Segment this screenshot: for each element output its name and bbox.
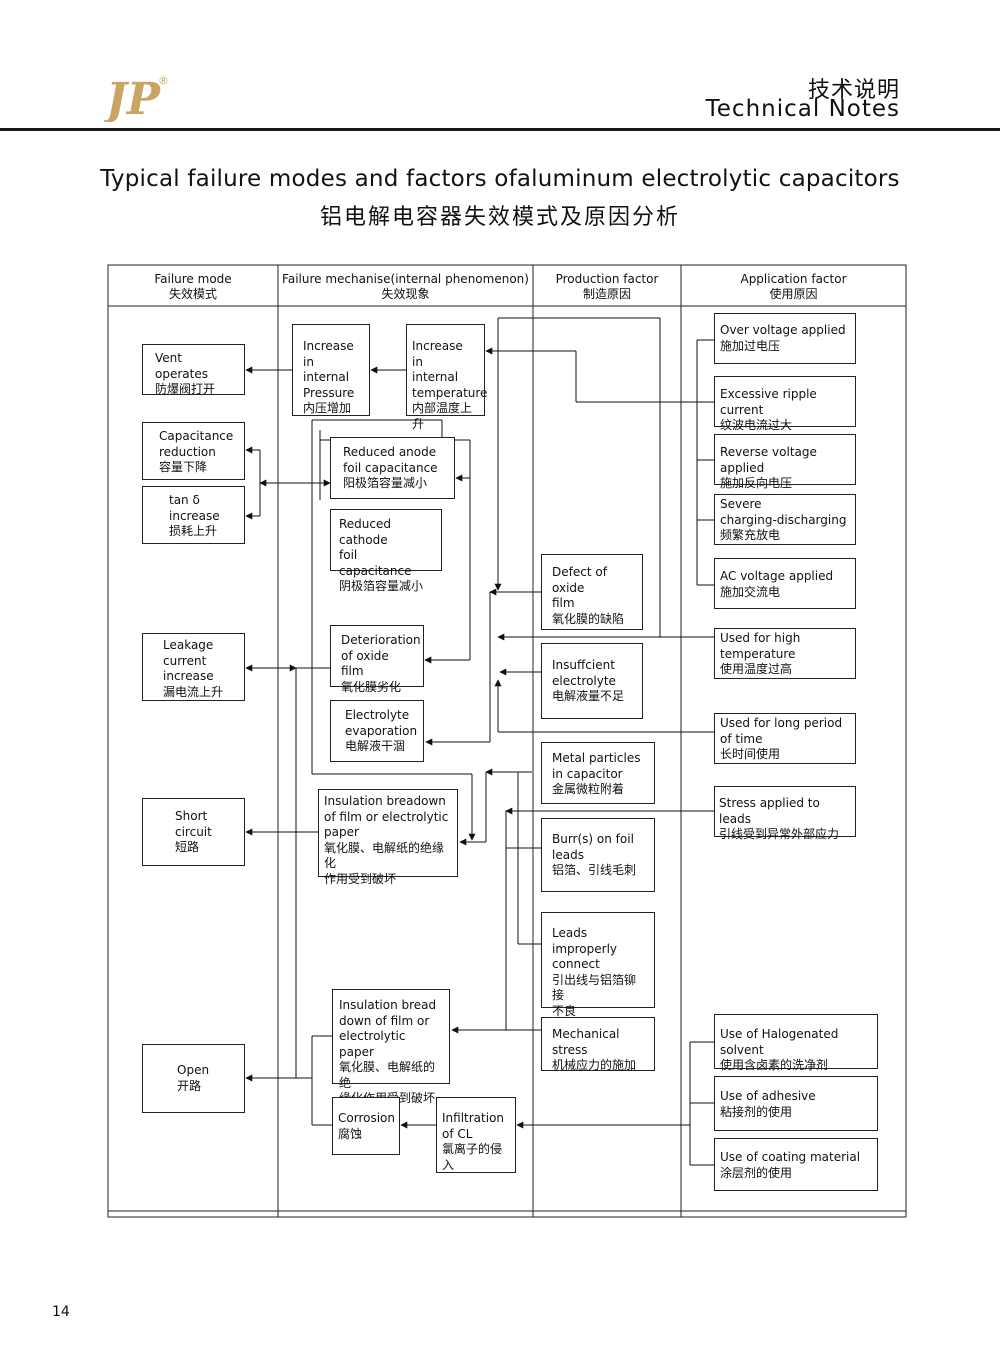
logo-letters: JP	[104, 74, 162, 122]
mechanism-corrosion: Corrosion 腐蚀	[332, 1097, 400, 1155]
column-header-cn: 失效现象	[381, 287, 430, 301]
application-ripple-current: Excessive ripple current 纹波电流过大	[714, 376, 856, 432]
column-header-production: Production factor 制造原因	[533, 272, 681, 302]
column-header-en: Failure mechanise(internal phenomenon)	[282, 272, 529, 286]
failure-vent-operates: Vent operates 防爆阀打开	[142, 344, 245, 396]
production-oxide-defect: Defect of oxide film 氧化膜的缺陷	[541, 554, 643, 630]
application-high-temperature: Used for high temperature 使用温度过高	[714, 628, 856, 679]
column-header-failure-mode: Failure mode 失效模式	[108, 272, 278, 302]
page-title-cn: 铝电解电容器失效模式及原因分析	[319, 205, 680, 230]
company-logo: JP ®	[104, 74, 169, 122]
mechanism-insulation-breakdown-1: Insulation breadown of film or electroly…	[318, 789, 458, 886]
mechanism-anode-capacitance: Reduced anode foil capacitance 阳极箔容量减小	[330, 437, 455, 499]
failure-tan-delta-increase: tan δ increase 损耗上升	[142, 486, 245, 544]
application-lead-stress: Stress applied to leads 引线受到异常外部应力	[714, 786, 856, 841]
page-title-en: Typical failure modes and factors ofalum…	[100, 166, 900, 192]
application-ac-voltage: AC voltage applied 施加交流电	[714, 558, 856, 609]
application-charging-discharging: Severe charging-discharging 频繁充放电	[714, 494, 856, 545]
failure-capacitance-reduction: Capacitance reduction 容量下降	[142, 422, 245, 480]
mechanism-internal-pressure: Increase in internal Pressure 内压增加	[292, 324, 370, 416]
header-divider	[0, 128, 1000, 131]
column-header-en: Failure mode	[154, 272, 232, 286]
column-header-cn: 失效模式	[168, 287, 217, 301]
page-number: 14	[52, 1304, 70, 1320]
mechanism-chloride-infiltration: Infiltration of CL 氯离子的侵入	[436, 1097, 516, 1173]
column-header-mechanism: Failure mechanise(internal phenomenon) 失…	[278, 272, 533, 302]
header-title-en: Technical Notes	[705, 96, 900, 122]
table-frame	[107, 264, 907, 1218]
production-leads-connection: Leads improperly connect 引出线与铝箔铆接 不良	[541, 912, 655, 1018]
mechanism-insulation-breakdown-2: Insulation bread down of film or electro…	[332, 989, 450, 1105]
application-long-period: Used for long period of time 长时间使用	[714, 713, 856, 764]
mechanism-oxide-deterioration: Deterioration of oxide film 氧化膜劣化	[330, 625, 424, 694]
application-coating-material: Use of coating material 涂层剂的使用	[714, 1138, 878, 1191]
failure-open: Open 开路	[142, 1044, 245, 1113]
production-insufficient-electrolyte: Insuffcient electrolyte 电解液量不足	[541, 643, 643, 719]
connector-lines	[245, 317, 714, 1166]
column-header-en: Production factor	[555, 272, 659, 286]
application-over-voltage: Over voltage applied 施加过电压	[714, 313, 856, 364]
header-title-cn: 技术说明	[807, 78, 900, 103]
application-halogenated-solvent: Use of Halogenated solvent 使用含卤素的洗净剂	[714, 1014, 878, 1072]
column-header-en: Application factor	[740, 272, 847, 286]
column-header-application: Application factor 使用原因	[681, 272, 906, 302]
registered-mark: ®	[158, 74, 169, 87]
application-reverse-voltage: Reverse voltage applied 施加反向电压	[714, 434, 856, 490]
production-mechanical-stress: Mechanical stress 机械应力的施加	[541, 1017, 655, 1072]
production-metal-particles: Metal particles in capacitor 金属微粒附着	[541, 742, 655, 804]
failure-leakage-current: Leakage current increase 漏电流上升	[142, 633, 245, 701]
mechanism-electrolyte-evaporation: Electrolyte evaporation 电解液干涸	[330, 700, 424, 762]
production-burr-leads: Burr(s) on foil leads 铝箔、引线毛刺	[541, 818, 655, 892]
mechanism-internal-temperature: Increase in internal temperature 内部温度上升	[406, 324, 487, 431]
application-adhesive: Use of adhesive 粘接剂的使用	[714, 1076, 878, 1131]
column-header-cn: 制造原因	[582, 287, 631, 301]
mechanism-cathode-capacitance: Reduced cathode foil capacitance 阴极箔容量减小	[330, 509, 442, 593]
column-header-cn: 使用原因	[769, 287, 818, 301]
failure-short-circuit: Short circuit 短路	[142, 798, 245, 866]
